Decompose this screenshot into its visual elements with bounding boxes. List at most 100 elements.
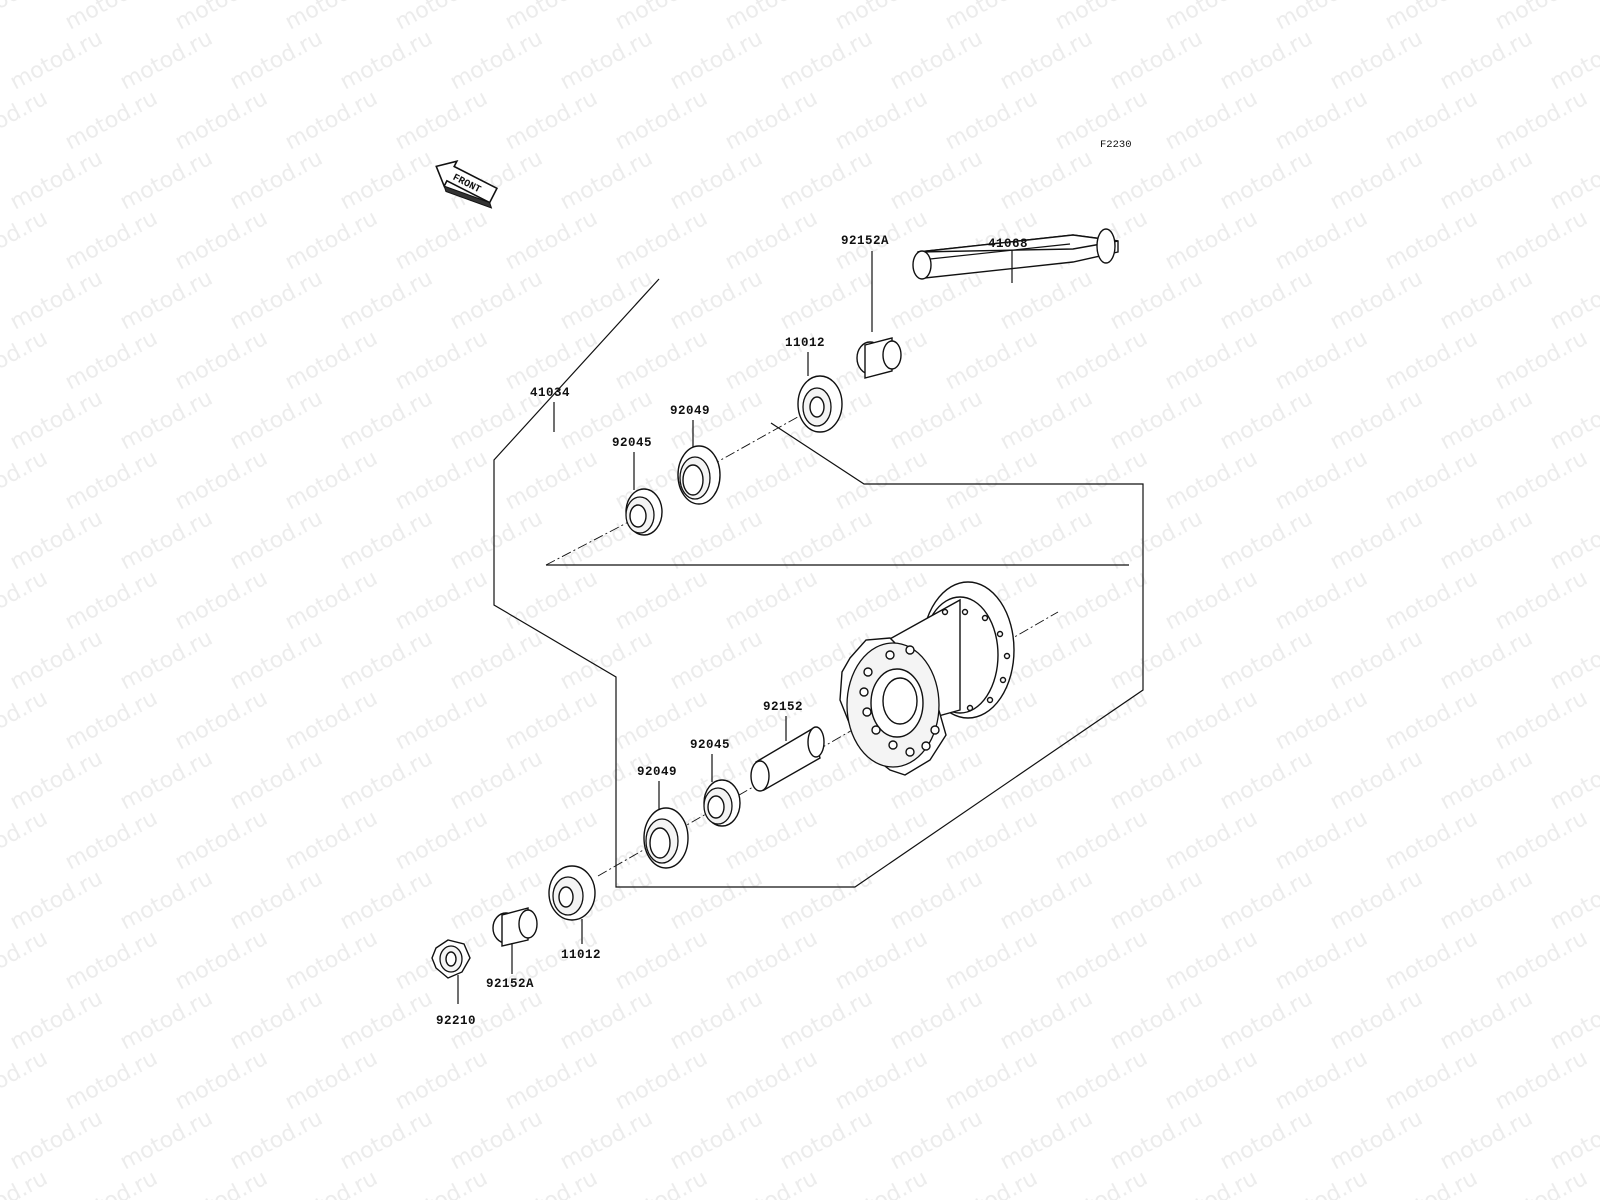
watermark-text: motod.ru — [886, 26, 987, 95]
label-spacer-top: 92152A — [841, 234, 889, 248]
watermark-text: motod.ru — [1216, 506, 1317, 575]
watermark-text: motod.ru — [886, 386, 987, 455]
watermark-text: motod.ru — [611, 0, 712, 35]
watermark-text: motod.ru — [116, 386, 217, 455]
watermark-text: motod.ru — [281, 1046, 382, 1115]
watermark-text: motod.ru — [611, 566, 712, 635]
watermark-text: motod.ru — [171, 566, 272, 635]
watermark-text: motod.ru — [1161, 686, 1262, 755]
watermark-text: motod.ru — [1436, 26, 1537, 95]
watermark-text: motod.ru — [1381, 0, 1482, 35]
watermark-text: motod.ru — [61, 446, 162, 515]
watermark-text: motod.ru — [556, 626, 657, 695]
watermark-text: motod.ru — [996, 1106, 1097, 1175]
watermark-text: motod.ru — [1326, 866, 1427, 935]
watermark-text: motod.ru — [61, 0, 162, 35]
front-arrow-icon: FRONT — [435, 159, 499, 209]
watermark-text: motod.ru — [996, 866, 1097, 935]
watermark-text: motod.ru — [666, 986, 767, 1055]
watermark-text: motod.ru — [1326, 746, 1427, 815]
watermark-text: motod.ru — [116, 146, 217, 215]
watermark-text: motod.ru — [1216, 146, 1317, 215]
axle-part — [912, 228, 1119, 280]
watermark-text: motod.ru — [336, 986, 437, 1055]
collar-center-part — [750, 726, 825, 792]
watermark-text: motod.ru — [281, 566, 382, 635]
watermark-text: motod.ru — [391, 566, 492, 635]
watermark-text: motod.ru — [1271, 926, 1372, 995]
watermark-text: motod.ru — [6, 1106, 107, 1175]
watermark-text: motod.ru — [226, 26, 327, 95]
watermark-text: motod.ru — [501, 806, 602, 875]
watermark-text: motod.ru — [281, 686, 382, 755]
watermark-text: motod.ru — [1161, 806, 1262, 875]
watermark-text: motod.ru — [1491, 926, 1592, 995]
watermark-text: motod.ru — [1271, 86, 1372, 155]
watermark-text: motod.ru — [1271, 326, 1372, 395]
watermark-text: motod.ru — [1381, 806, 1482, 875]
watermark-text: motod.ru — [0, 86, 52, 155]
label-oil-seal-top: 92049 — [670, 404, 710, 418]
watermark-text: motod.ru — [776, 146, 877, 215]
seal-top-part — [797, 375, 843, 433]
watermark-text: motod.ru — [61, 326, 162, 395]
label-spacer-bottom: 92152A — [486, 977, 534, 991]
watermark-text: motod.ru — [1381, 1046, 1482, 1115]
watermark-text: motod.ru — [501, 326, 602, 395]
watermark-text: motod.ru — [1216, 986, 1317, 1055]
watermark-text: motod.ru — [336, 626, 437, 695]
watermark-text: motod.ru — [281, 326, 382, 395]
watermark-text: motod.ru — [391, 86, 492, 155]
label-seal-top: 11012 — [785, 336, 825, 350]
watermark-text: motod.ru — [171, 0, 272, 35]
watermark-text: motod.ru — [6, 986, 107, 1055]
watermark-text: motod.ru — [0, 206, 52, 275]
watermark-text: motod.ru — [0, 566, 52, 635]
axle-nut-part — [431, 939, 471, 979]
watermark-text: motod.ru — [666, 146, 767, 215]
watermark-text: motod.ru — [941, 446, 1042, 515]
watermark-text: motod.ru — [1271, 1166, 1372, 1200]
watermark-text: motod.ru — [721, 206, 822, 275]
watermark-text: motod.ru — [6, 506, 107, 575]
watermark-text: motod.ru — [501, 206, 602, 275]
watermark-text: motod.ru — [6, 626, 107, 695]
watermark-text: motod.ru — [281, 446, 382, 515]
watermark-text: motod.ru — [61, 806, 162, 875]
watermark-text: motod.ru — [1546, 386, 1600, 455]
watermark-text: motod.ru — [831, 86, 932, 155]
watermark-text: motod.ru — [6, 386, 107, 455]
watermark-text: motod.ru — [171, 926, 272, 995]
watermark-text: motod.ru — [226, 506, 327, 575]
watermark-text: motod.ru — [721, 566, 822, 635]
watermark-text: motod.ru — [281, 0, 382, 35]
watermark-text: motod.ru — [831, 806, 932, 875]
watermark-text: motod.ru — [446, 1106, 547, 1175]
watermark-text: motod.ru — [1381, 1166, 1482, 1200]
watermark-text: motod.ru — [1271, 446, 1372, 515]
watermark-text: motod.ru — [391, 326, 492, 395]
watermark-text: motod.ru — [391, 1046, 492, 1115]
watermark-text: motod.ru — [1546, 1106, 1600, 1175]
watermark-text: motod.ru — [1491, 0, 1592, 35]
watermark-text: motod.ru — [556, 146, 657, 215]
watermark-text: motod.ru — [1271, 806, 1372, 875]
watermark-text: motod.ru — [1491, 86, 1592, 155]
watermark-text: motod.ru — [1106, 266, 1207, 335]
watermark-text: motod.ru — [831, 1046, 932, 1115]
watermark-text: motod.ru — [1106, 1106, 1207, 1175]
watermark-text: motod.ru — [61, 1166, 162, 1200]
watermark-text: motod.ru — [556, 1106, 657, 1175]
watermark-text: motod.ru — [1546, 26, 1600, 95]
watermark-text: motod.ru — [0, 326, 52, 395]
watermark-text: motod.ru — [831, 926, 932, 995]
watermark-text: motod.ru — [996, 386, 1097, 455]
watermark-text: motod.ru — [611, 1046, 712, 1115]
watermark-text: motod.ru — [1161, 1166, 1262, 1200]
watermark-text: motod.ru — [1106, 746, 1207, 815]
watermark-text: motod.ru — [1271, 0, 1372, 35]
diagram-code: F2230 — [1100, 139, 1132, 151]
watermark-text: motod.ru — [776, 266, 877, 335]
watermark-text: motod.ru — [1216, 746, 1317, 815]
